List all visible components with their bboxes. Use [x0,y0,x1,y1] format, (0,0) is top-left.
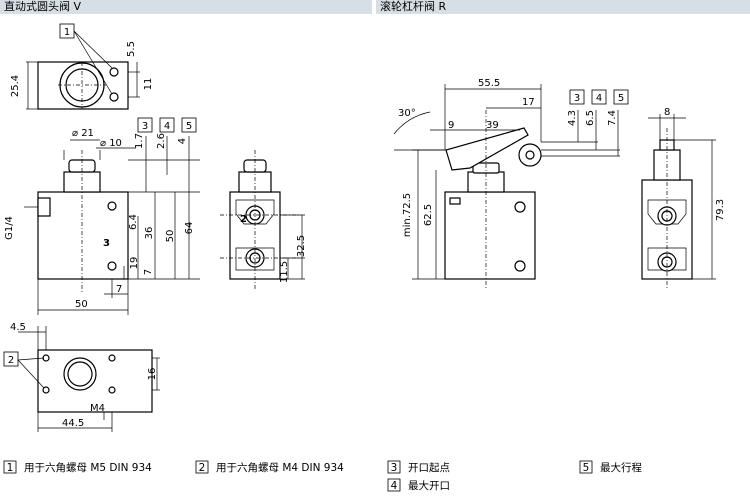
dim-phi21: ⌀ 21 [72,128,94,139]
dim-7-4: 7.4 [607,110,618,126]
callout-4-left-label: 4 [164,121,170,132]
right-front-view: 55.5 17 30° 9 39 4.3 6.5 7.4 min.72.5 62… [393,78,620,290]
legend-num-3: 3 [391,462,398,474]
legend-text-1: 用于六角螺母 M5 DIN 934 [24,462,152,474]
roller-hole-bottom [514,260,526,272]
callout-box-5 [613,89,629,105]
dim-4: 4 [177,138,188,144]
callout-5-label: 5 [618,93,624,104]
dim-4-3: 4.3 [567,110,578,126]
callout-box-2 [3,351,19,367]
dim-8: 8 [664,107,670,118]
dim-7-a: 7 [143,269,154,275]
legend-box-1 [3,460,17,474]
legend-num-2: 2 [199,462,206,474]
dim-11-5: 11.5 [279,261,290,283]
callout-3-left-label: 3 [142,121,148,132]
dim-2-6: 2.6 [156,133,167,149]
port-3-label: 3 [103,238,110,249]
right-callouts: 3 4 5 3 4 5 [137,89,629,133]
legend-text-3: 开口起点 [408,462,450,474]
dim-g14: G1/4 [4,216,15,240]
legend-num-4: 4 [391,480,398,492]
dim-min72-5: min.72.5 [402,193,413,237]
left-title: 直动式圆头阀 V [4,0,82,13]
legend-text-5: 最大行程 [600,461,642,474]
legend-num-5: 5 [583,462,590,474]
dim-17: 17 [522,97,535,108]
front-view-hole-bottom [107,261,117,271]
callout-1-label: 1 [64,27,70,38]
callout-5-left-label: 5 [186,121,192,132]
dim-36: 36 [144,227,155,240]
legend-box-5 [579,460,593,474]
dim-62-5: 62.5 [423,204,434,226]
legend-num-1: 1 [7,462,14,474]
front-view-hole-top [107,201,117,211]
callout-4-label: 4 [596,93,602,104]
right-header-bar: 滚轮杠杆阀 R [376,0,750,14]
roller-hole-top [514,201,526,213]
right-side-view: 8 79.3 [641,107,726,290]
left-bottom-view: 4.5 2 16 M4 44.5 [3,322,160,432]
dim-16: 16 [147,368,158,381]
dim-11: 11 [143,78,154,91]
callout-box-3-left [137,117,153,133]
top-view-hole-2 [109,92,119,102]
front-view-port-g14 [37,197,51,217]
dim-79-3: 79.3 [715,199,726,221]
callout-box-3 [569,89,585,105]
bottom-view-hole-b [42,386,50,394]
dim-9: 9 [448,120,454,131]
dim-4-5: 4.5 [10,322,26,333]
roller-body-port-mark [449,197,461,205]
callout-box-4 [591,89,607,105]
roller-lever [445,127,529,171]
callout-box-4-left [159,117,175,133]
top-view-hole-1 [109,67,119,77]
dim-1-7: 1.7 [134,133,145,149]
port-2-label: 2 [240,214,247,225]
dim-50: 50 [165,230,176,243]
legend-box-4 [387,478,401,492]
bottom-view-hole-c [108,354,116,362]
legend-box-2 [195,460,209,474]
left-top-view: 25.4 5.5 11 1 [10,23,154,110]
dim-5-5: 5.5 [126,41,137,57]
left-header-bar: 直动式圆头阀 V [0,0,372,14]
left-front-view: ⌀ 21 ⌀ 10 3 G1/4 1.7 2.6 4 6.4 36 50 [4,128,200,315]
dim-6-4: 6.4 [128,214,139,230]
dim-55-5: 55.5 [478,78,500,89]
legend-text-4: 最大开口 [408,479,450,492]
legend-box-3 [387,460,401,474]
dim-50-width: 50 [75,299,88,310]
callout-box-5-left [181,117,197,133]
dim-25-4: 25.4 [10,75,21,97]
dim-6-5: 6.5 [585,110,596,126]
dim-30-degree: 30° [398,108,416,119]
dim-phi10: ⌀ 10 [100,138,122,149]
dim-m4: M4 [90,403,105,414]
right-title: 滚轮杠杆阀 R [380,0,447,13]
callout-3-label: 3 [574,93,580,104]
callout-2-label: 2 [8,355,14,366]
left-side-view: 2 32.5 11.5 [220,150,307,290]
legend-text-2: 用于六角螺母 M4 DIN 934 [216,462,344,474]
dim-7-b: 7 [116,284,122,295]
legend: 1 用于六角螺母 M5 DIN 934 2 用于六角螺母 M4 DIN 934 … [3,460,642,492]
bottom-view-hole-d [108,386,116,394]
dim-19: 19 [129,257,140,270]
dim-64: 64 [184,222,195,235]
dim-39: 39 [486,120,499,131]
dim-44-5: 44.5 [62,418,84,429]
dim-32-5: 32.5 [296,235,307,257]
